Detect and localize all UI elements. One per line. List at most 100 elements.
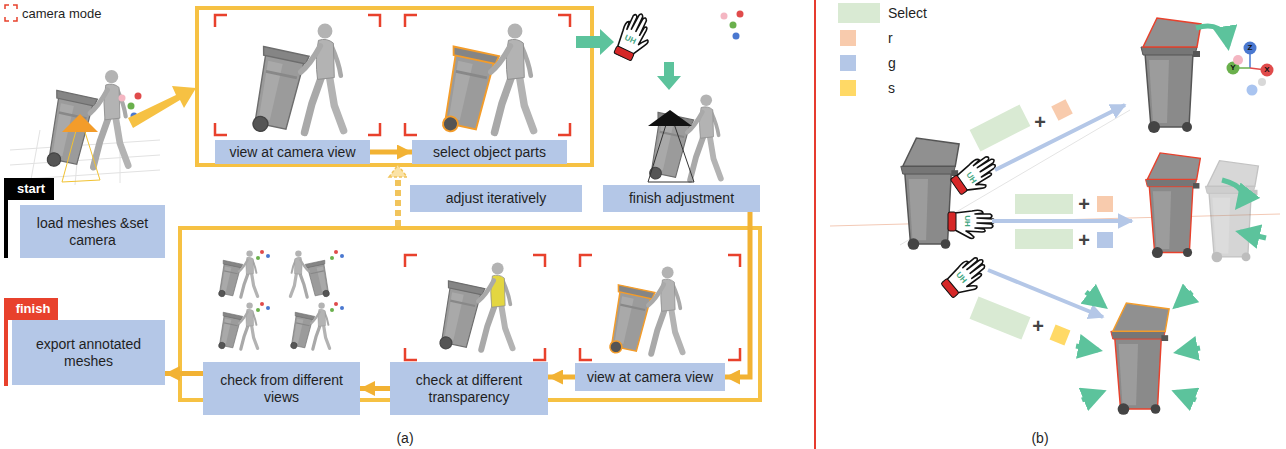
source-bin — [901, 138, 959, 250]
rotate-indicator — [1196, 26, 1228, 46]
camera-frame-a — [215, 15, 380, 135]
node-text: finish — [16, 301, 51, 317]
camera-frame-c — [580, 255, 740, 360]
load-arrow — [128, 86, 196, 128]
finish-scene — [733, 33, 740, 40]
process-box: select object parts — [412, 140, 567, 164]
key-combo-swatches — [970, 99, 1113, 345]
start-scene — [10, 70, 160, 185]
key-combo-swatches — [1051, 99, 1073, 121]
key-combo-swatches — [970, 296, 1031, 339]
panel-label: (a) — [396, 431, 413, 445]
hand-icon — [940, 252, 994, 304]
start-scene — [135, 93, 142, 100]
hand-icon — [612, 10, 657, 65]
key-combo-swatches — [1015, 229, 1073, 249]
node-text: adjust iteratively — [446, 190, 546, 207]
node-text: load meshes &set camera — [27, 215, 158, 249]
camera-frame-c — [580, 255, 740, 360]
node-text: select object parts — [433, 144, 546, 161]
multi-view-collage — [216, 250, 258, 299]
axis-gizmo — [1227, 42, 1274, 96]
multi-view-collage — [256, 308, 260, 312]
axis-gizmo — [1244, 42, 1257, 55]
multi-view-collage — [330, 256, 334, 260]
teal-arrow — [576, 29, 614, 55]
key-combo-swatches — [1097, 232, 1113, 248]
finish-scene — [737, 11, 744, 18]
teal-arrow — [657, 62, 681, 90]
scale-indicator — [1176, 392, 1196, 400]
node-text: check from different views — [210, 372, 353, 406]
camera-frame-d — [434, 262, 512, 354]
operation-arrows — [992, 219, 1132, 223]
legend-text: g — [888, 56, 896, 70]
hand-icon — [612, 10, 657, 65]
start-scene — [119, 95, 126, 102]
process-box: check at different transparency — [390, 362, 548, 415]
node-text: finish adjustment — [629, 190, 734, 207]
legend-text: r — [888, 31, 893, 45]
dashed-loop-arrow — [389, 165, 407, 177]
hand-icon — [948, 210, 995, 238]
flow-arrow — [165, 371, 203, 376]
legend-swatch — [840, 30, 856, 46]
process-box: check from different views — [203, 362, 360, 415]
dashed-loop-arrow — [389, 165, 407, 226]
teal-arrow — [576, 29, 614, 55]
multi-view-collage — [216, 302, 258, 351]
camera-frame-a — [246, 24, 343, 139]
rotate-indicator — [1196, 26, 1228, 46]
hand-icon — [949, 151, 1004, 201]
legend-swatch — [840, 80, 856, 96]
dashed-loop-arrow — [395, 176, 401, 226]
multi-view-collage — [334, 302, 338, 306]
camera-frame-d — [405, 255, 545, 360]
multi-view-collage — [260, 302, 264, 306]
multi-view-collage — [288, 302, 330, 351]
moved-bin — [1145, 153, 1200, 258]
scale-indicator — [1076, 346, 1098, 350]
start-scene — [62, 114, 98, 132]
glove-logo: UH — [963, 215, 971, 227]
node-text: start — [17, 181, 45, 197]
scaled-bin — [1111, 303, 1169, 415]
axis-letter: Z — [1248, 44, 1253, 52]
camera-mode-bracket — [5, 5, 17, 21]
start-scene — [41, 70, 128, 172]
scale-indicator — [1086, 292, 1104, 306]
multi-view-collage — [256, 256, 260, 260]
key-combo-swatches — [970, 105, 1031, 152]
moved-bin — [1145, 153, 1200, 258]
operation-arrows — [988, 105, 1132, 317]
move-indicator — [1222, 180, 1266, 238]
process-box: load meshes &set camera — [20, 205, 165, 258]
hand-icon — [949, 151, 1004, 201]
finish-scene — [644, 11, 743, 185]
key-combo-swatches — [1097, 196, 1113, 212]
plus-sign: + — [1078, 230, 1090, 250]
move-indicator — [1240, 232, 1266, 238]
hand-icon — [940, 252, 994, 304]
panel-label: (b) — [1031, 431, 1048, 445]
scale-indicator — [1176, 292, 1192, 306]
note-box: adjust iteratively — [410, 185, 582, 212]
multi-view-collage — [260, 250, 264, 254]
ghost-bin — [1205, 161, 1258, 263]
camera-frame-c — [604, 266, 682, 358]
axis-gizmo — [1247, 85, 1258, 96]
finish-scene — [648, 110, 692, 126]
node-text: view at camera view — [587, 369, 713, 386]
flow-arrow — [360, 386, 390, 391]
flow-arrow — [725, 212, 750, 377]
flow-arrow — [370, 150, 412, 155]
camera-frame-d — [405, 255, 545, 360]
scaled-bin — [1111, 303, 1169, 415]
scale-indicator — [1178, 348, 1200, 352]
multi-view-collage — [334, 250, 338, 254]
legend-text: s — [888, 81, 895, 95]
camera-frame-a — [215, 15, 380, 138]
start-flag: start — [8, 178, 54, 200]
axis-letter: Y — [1230, 64, 1235, 72]
source-bin — [901, 138, 959, 250]
